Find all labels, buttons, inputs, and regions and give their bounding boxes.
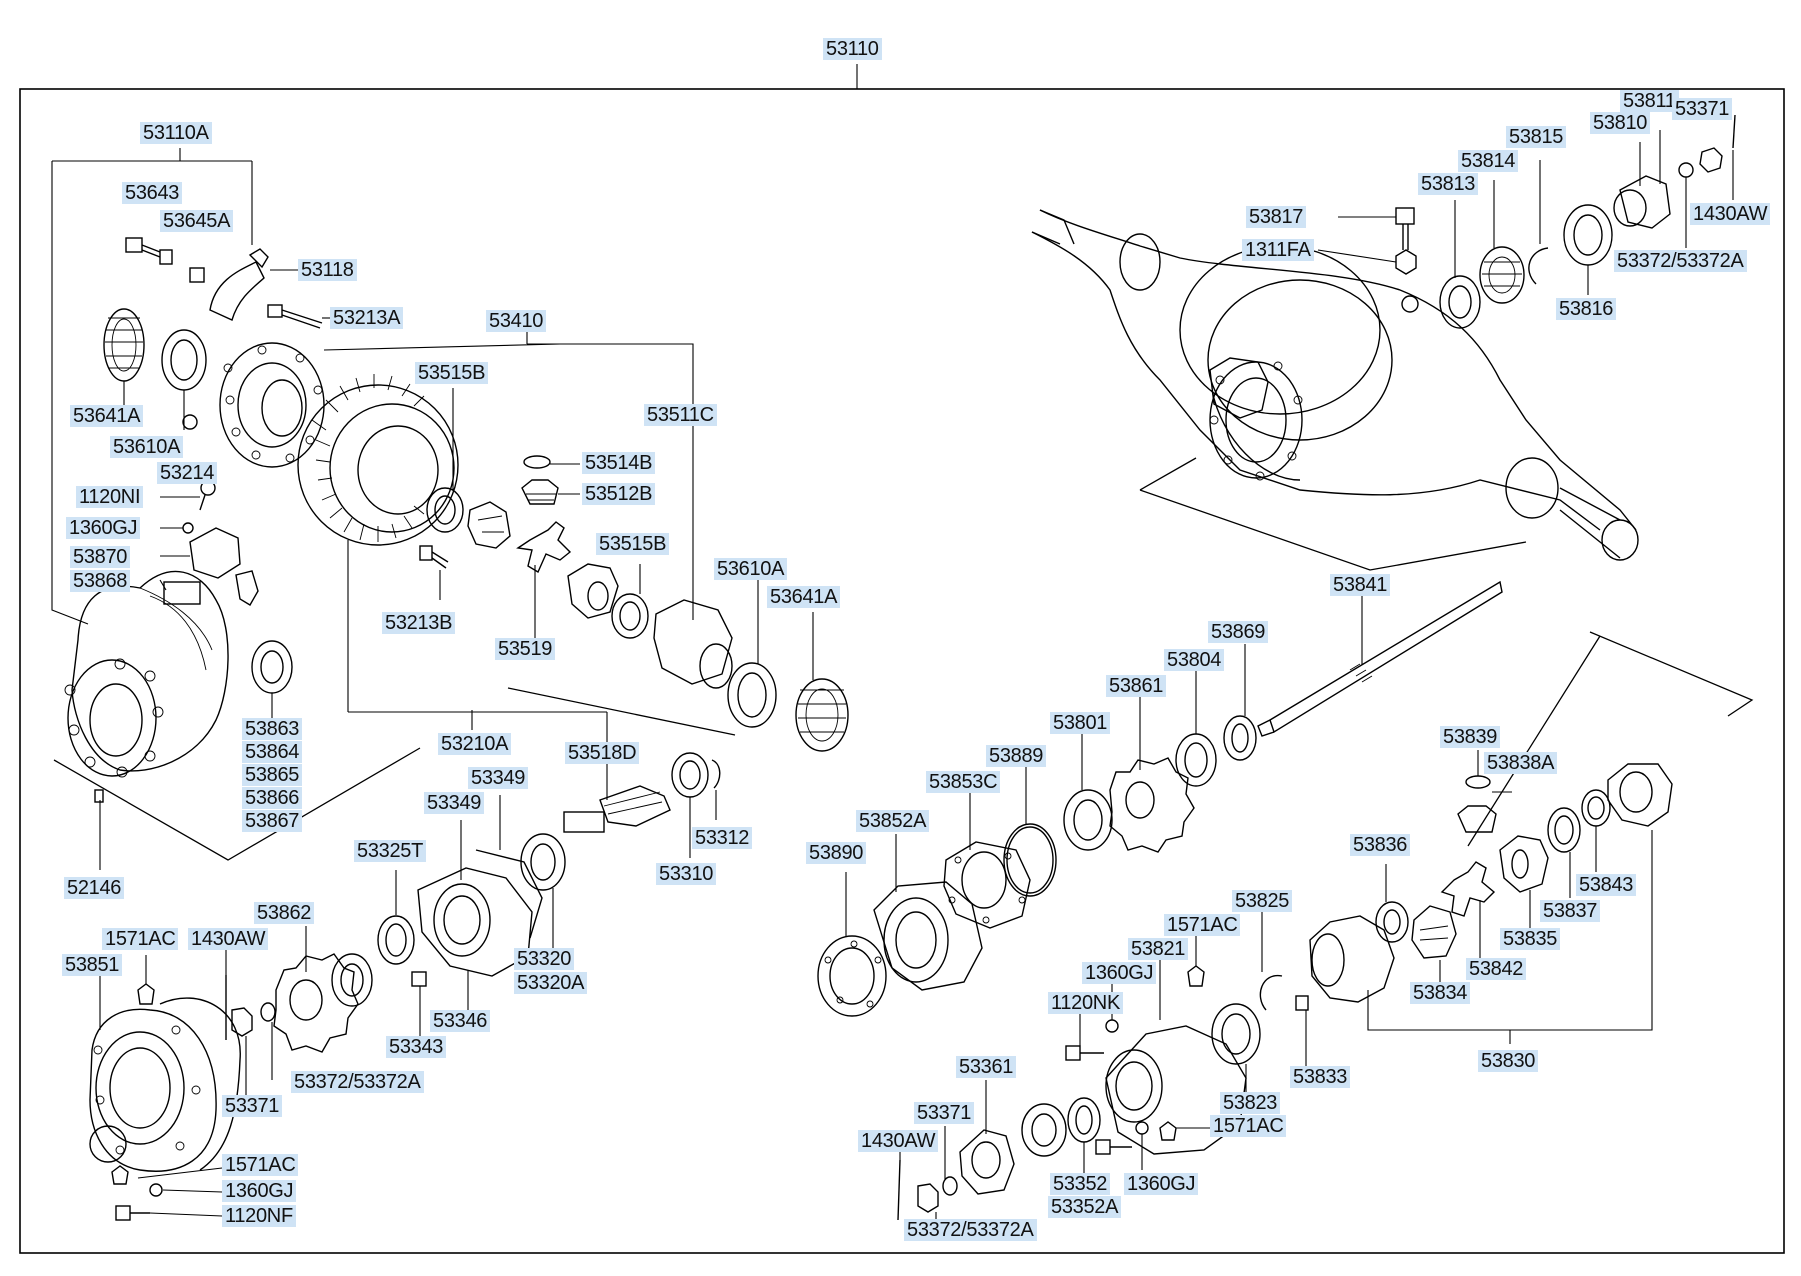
part-label[interactable]: 53519	[495, 638, 556, 660]
part-label[interactable]: 53320A	[514, 972, 588, 994]
part-label[interactable]: 1430AW	[1690, 203, 1771, 225]
part-label[interactable]: 53410	[486, 310, 547, 332]
part-label[interactable]: 53869	[1208, 621, 1269, 643]
part-label[interactable]: 1360GJ	[1082, 962, 1157, 984]
part-label[interactable]: 53834	[1410, 982, 1471, 1004]
part-label[interactable]: 53361	[956, 1056, 1017, 1078]
part-label[interactable]: 53868	[70, 570, 131, 592]
part-label[interactable]: 1430AW	[188, 928, 269, 950]
part-label[interactable]: 53349	[468, 767, 529, 789]
part-label[interactable]: 53352	[1050, 1173, 1111, 1195]
part-label[interactable]: 53815	[1506, 126, 1567, 148]
part-label[interactable]: 53889	[986, 745, 1047, 767]
part-label[interactable]: 53864	[242, 741, 303, 763]
part-label[interactable]: 53861	[1106, 675, 1167, 697]
part-label[interactable]: 53645A	[160, 210, 234, 232]
part-label[interactable]: 53837	[1540, 900, 1601, 922]
part-label[interactable]: 53213B	[382, 612, 456, 634]
part-label[interactable]: 53515B	[415, 362, 489, 384]
part-label[interactable]: 53118	[298, 259, 357, 281]
part-label[interactable]: 53641A	[767, 586, 841, 608]
part-label[interactable]: 53213A	[330, 307, 404, 329]
part-label[interactable]: 53866	[242, 787, 303, 809]
part-label[interactable]: 53821	[1128, 938, 1189, 960]
part-label[interactable]: 53610A	[110, 436, 184, 458]
part-label[interactable]: 53610A	[714, 558, 788, 580]
part-label[interactable]: 53862	[254, 902, 315, 924]
part-label[interactable]: 53512B	[582, 483, 656, 505]
part-label[interactable]: 1571AC	[102, 928, 179, 950]
part-label[interactable]: 53511C	[644, 404, 717, 426]
part-label[interactable]: 53823	[1220, 1092, 1281, 1114]
part-label[interactable]: 1360GJ	[66, 517, 141, 539]
part-label[interactable]: 1120NI	[76, 486, 144, 508]
part-label[interactable]: 53641A	[70, 405, 144, 427]
part-label[interactable]: 53863	[242, 718, 303, 740]
part-label[interactable]: 53371	[222, 1095, 283, 1117]
part-label[interactable]: 53841	[1330, 574, 1391, 596]
part-label[interactable]: 53352A	[1048, 1196, 1122, 1218]
part-label[interactable]: 53838A	[1484, 752, 1558, 774]
part-label[interactable]: 1120NF	[222, 1205, 296, 1227]
diagram-frame	[19, 88, 1785, 1254]
part-label[interactable]: 53518D	[565, 742, 640, 764]
part-label[interactable]: 53810	[1590, 112, 1651, 134]
part-label[interactable]: 53830	[1478, 1050, 1539, 1072]
part-label[interactable]: 53817	[1246, 206, 1307, 228]
part-label[interactable]: 53320	[514, 948, 575, 970]
part-label[interactable]: 1360GJ	[1124, 1173, 1199, 1195]
carrier-group	[51, 148, 849, 1221]
part-label[interactable]: 52146	[64, 877, 125, 899]
part-label[interactable]: 1571AC	[222, 1154, 299, 1176]
part-label[interactable]: 53865	[242, 764, 303, 786]
part-label[interactable]: 53372/53372A	[904, 1219, 1037, 1241]
part-label[interactable]: 53110A	[140, 122, 212, 144]
part-label[interactable]: 53514B	[582, 452, 656, 474]
part-label[interactable]: 53214	[157, 462, 218, 484]
part-label[interactable]: 53372/53372A	[1614, 250, 1747, 272]
part-label[interactable]: 53813	[1418, 173, 1479, 195]
part-label[interactable]: 53842	[1466, 958, 1527, 980]
part-label[interactable]: 53349	[424, 792, 485, 814]
part-label[interactable]: 53643	[122, 182, 183, 204]
part-label[interactable]: 53816	[1556, 298, 1617, 320]
part-label[interactable]: 53814	[1458, 150, 1519, 172]
part-label[interactable]: 53346	[430, 1010, 491, 1032]
part-label[interactable]: 1430AW	[858, 1130, 939, 1152]
part-label[interactable]: 53325T	[354, 840, 427, 862]
part-label[interactable]: 53825	[1232, 890, 1293, 912]
part-label[interactable]: 1120NK	[1048, 992, 1123, 1014]
part-label[interactable]: 53853C	[926, 771, 1001, 793]
part-label-53110[interactable]: 53110	[823, 38, 882, 60]
part-label[interactable]: 1311FA	[1242, 239, 1314, 261]
part-label[interactable]: 53210A	[438, 733, 512, 755]
part-label[interactable]: 53515B	[596, 533, 670, 555]
axle-housing-group	[1031, 114, 1736, 571]
part-label[interactable]: 1571AC	[1210, 1115, 1287, 1137]
part-label[interactable]: 53843	[1576, 874, 1637, 896]
part-label[interactable]: 53372/53372A	[291, 1071, 424, 1093]
part-label[interactable]: 53851	[62, 954, 123, 976]
part-label[interactable]: 1571AC	[1164, 914, 1241, 936]
part-label[interactable]: 53811	[1620, 90, 1679, 112]
part-label[interactable]: 1360GJ	[222, 1180, 297, 1202]
part-label[interactable]: 53836	[1350, 834, 1411, 856]
part-label[interactable]: 53371	[1672, 98, 1733, 120]
part-label[interactable]: 53343	[386, 1036, 447, 1058]
part-label[interactable]: 53839	[1440, 726, 1501, 748]
part-label[interactable]: 53867	[242, 810, 303, 832]
part-label[interactable]: 53852A	[856, 810, 930, 832]
part-label[interactable]: 53835	[1500, 928, 1561, 950]
part-label[interactable]: 53890	[806, 842, 867, 864]
part-label[interactable]: 53833	[1290, 1066, 1351, 1088]
part-label[interactable]: 53804	[1164, 649, 1225, 671]
part-label[interactable]: 53870	[70, 546, 131, 568]
part-label[interactable]: 53801	[1050, 712, 1111, 734]
part-label[interactable]: 53312	[692, 827, 753, 849]
part-label[interactable]: 53310	[656, 863, 717, 885]
part-label[interactable]: 53371	[914, 1102, 975, 1124]
